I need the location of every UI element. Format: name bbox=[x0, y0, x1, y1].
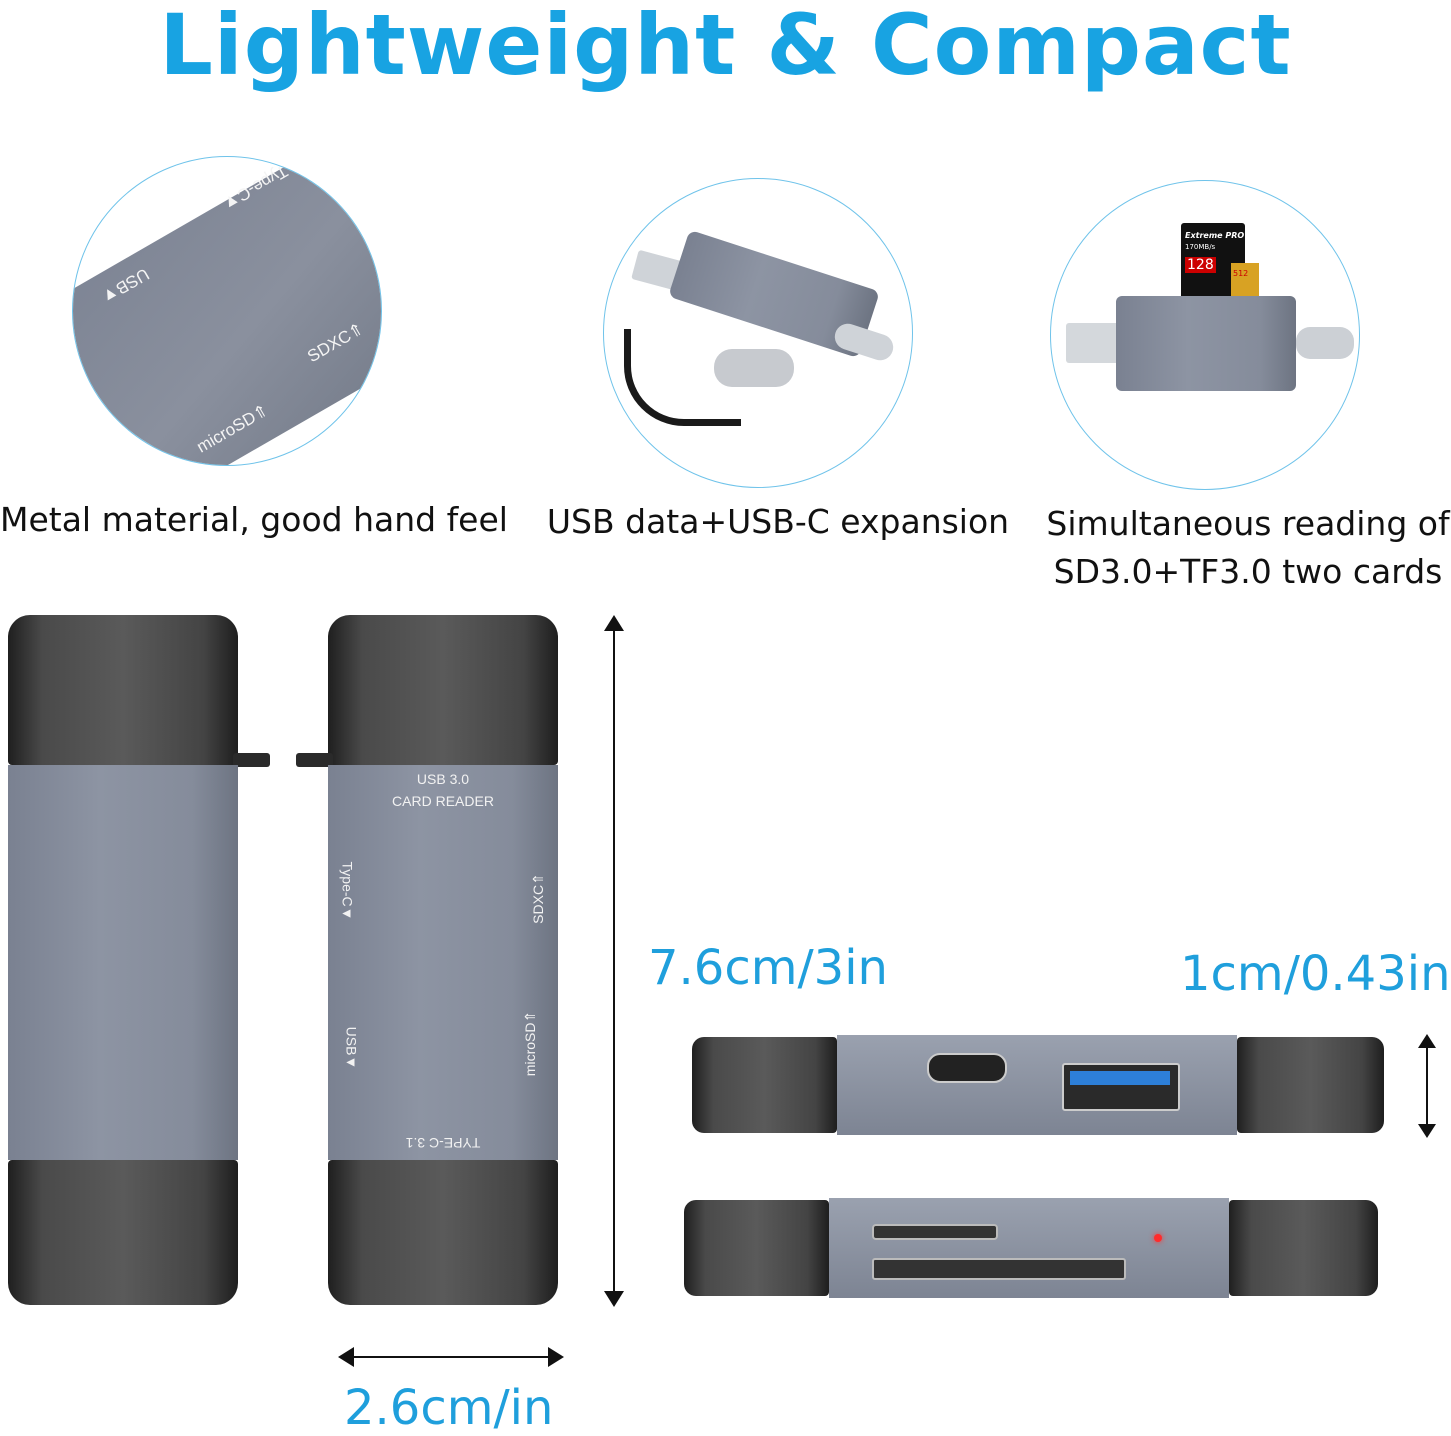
cap-tab bbox=[233, 753, 270, 767]
right-cap bbox=[1237, 1037, 1384, 1133]
bottom-cap bbox=[8, 1160, 238, 1305]
device-side-view-ports bbox=[692, 1035, 1384, 1135]
feature-image-expansion bbox=[603, 178, 913, 488]
thickness-arrow bbox=[1418, 1034, 1436, 1138]
device-label: SDXC⇑ bbox=[529, 873, 546, 924]
feature-caption: USB data+USB-C expansion bbox=[546, 502, 1010, 541]
flash-drive bbox=[714, 349, 794, 387]
top-cap bbox=[8, 615, 238, 765]
device-label: TYPE-C 3.1 bbox=[405, 1135, 481, 1151]
cap-tab bbox=[296, 753, 333, 767]
left-cap bbox=[692, 1037, 837, 1133]
device-label: Type-C▼ bbox=[339, 861, 356, 921]
device-body: USB 3.0 CARD READER Type-C▼ USB▼ SDXC⇑ m… bbox=[328, 765, 558, 1160]
card-label: 512 bbox=[1233, 269, 1249, 278]
feature-caption: Metal material, good hand feel bbox=[0, 500, 508, 539]
sd-slot bbox=[872, 1258, 1126, 1280]
length-label: 7.6cm/3in bbox=[648, 940, 888, 996]
device-body bbox=[829, 1198, 1229, 1298]
usb-c-plug bbox=[1296, 327, 1354, 359]
device-front-view: USB 3.0 CARD READER Type-C▼ USB▼ SDXC⇑ m… bbox=[296, 615, 558, 1305]
width-label: 2.6cm/in bbox=[344, 1380, 554, 1436]
feature-image-metal: Type-C▼ USB▼ SDXC⇑ microSD⇑ bbox=[72, 156, 382, 466]
length-arrow bbox=[604, 615, 624, 1307]
feature-caption: Simultaneous reading of bbox=[1046, 504, 1450, 543]
right-cap bbox=[1229, 1200, 1378, 1296]
device-body bbox=[1116, 296, 1296, 391]
usb-a-port bbox=[1062, 1063, 1180, 1111]
bottom-cap bbox=[328, 1160, 558, 1305]
led-indicator bbox=[1154, 1234, 1162, 1242]
card-label: 128 bbox=[1185, 257, 1216, 273]
usb-plug bbox=[1066, 323, 1121, 363]
sd-card: Extreme PRO 170MB/s 128 bbox=[1181, 223, 1245, 301]
device-back-view bbox=[8, 615, 270, 1305]
card-label: Extreme PRO bbox=[1185, 231, 1245, 240]
card-label: 170MB/s bbox=[1185, 243, 1216, 251]
device-label: USB▼ bbox=[343, 1026, 360, 1070]
microsd-slot bbox=[872, 1224, 998, 1240]
device-label: microSD⇑ bbox=[522, 1010, 539, 1077]
top-cap bbox=[328, 615, 558, 765]
feature-caption: SD3.0+TF3.0 two cards bbox=[1053, 552, 1443, 591]
left-cap bbox=[684, 1200, 829, 1296]
usb-c-port bbox=[927, 1053, 1007, 1083]
cable bbox=[624, 329, 741, 426]
thickness-label: 1cm/0.43in bbox=[1180, 946, 1451, 1002]
page-title: Lightweight & Compact bbox=[159, 0, 1292, 94]
device-label: CARD READER bbox=[392, 793, 494, 809]
width-arrow bbox=[338, 1347, 564, 1367]
device-label: USB 3.0 bbox=[416, 771, 470, 787]
device-side-view-slots bbox=[684, 1198, 1378, 1298]
device-body bbox=[8, 765, 238, 1160]
feature-image-dual-cards: Extreme PRO 170MB/s 128 512 bbox=[1050, 180, 1360, 490]
